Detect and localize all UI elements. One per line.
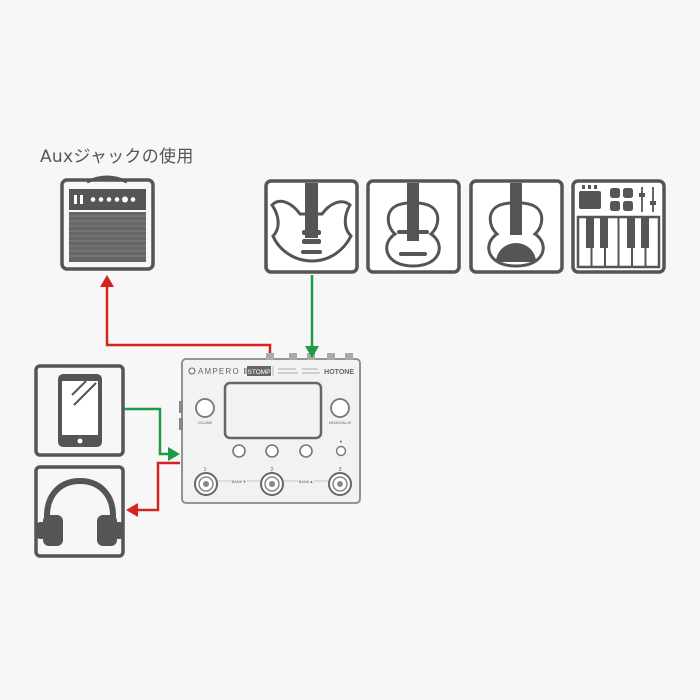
brand-right-label: HOTONE	[324, 369, 354, 376]
smartphone-icon	[34, 364, 125, 457]
footswitch-2	[260, 472, 284, 496]
green-arrow-aux	[168, 447, 180, 461]
acoustic-guitar-round-icon	[469, 179, 564, 274]
knob-right-label: MENU/VALUE	[329, 421, 352, 425]
footswitch-label-1: 1	[203, 467, 206, 473]
footswitch-label-3: 3	[338, 467, 341, 473]
model-badge: STOMP	[248, 369, 271, 376]
midi-keyboard-icon	[571, 179, 666, 274]
green-arrow-device	[305, 346, 319, 358]
svg-text:●: ●	[340, 439, 343, 444]
footswitch-1	[194, 472, 218, 496]
headphones-icon	[34, 465, 125, 558]
red-line-to-amp	[105, 285, 272, 353]
footswitch-3	[328, 472, 352, 496]
red-arrow-headphones	[126, 503, 138, 517]
brand-left-label: AMPERO Ⅱ	[198, 367, 248, 376]
amp-icon	[60, 175, 155, 271]
footswitch-label-2: 2	[270, 467, 273, 473]
diagram-title: Auxジャックの使用	[40, 147, 194, 167]
bank-down-label: BANK▼	[232, 479, 247, 484]
red-arrow-amp	[100, 275, 114, 287]
electric-guitar-icon	[264, 179, 359, 274]
green-line-from-phone	[124, 407, 168, 456]
ampero-device: AMPERO Ⅱ STOMP HOTONE VOLUME MENU/VALUE …	[179, 353, 361, 504]
bank-up-label: BANK▲	[299, 479, 314, 484]
red-line-to-headphones	[138, 461, 180, 512]
acoustic-guitar-icon	[366, 179, 461, 274]
knob-left-label: VOLUME	[198, 421, 213, 425]
